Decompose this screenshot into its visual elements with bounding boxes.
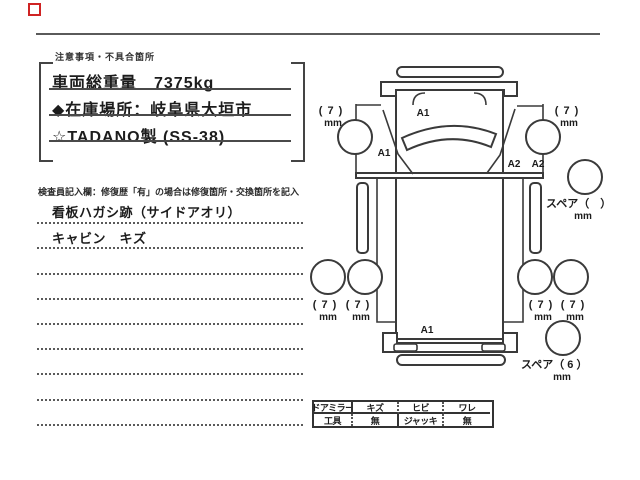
windshield-arc [400, 125, 498, 152]
write-in-line [37, 222, 303, 224]
spare-tire-unit: mm [574, 211, 592, 222]
area-label: A1 [378, 148, 391, 159]
a-pillar-lines [382, 108, 516, 175]
tire-rear-left-outer [310, 259, 346, 295]
tire-depth-label: ( 7 ) [313, 299, 338, 311]
tire-depth-unit: mm [534, 312, 552, 323]
tire-depth-label: ( 7 ) [561, 299, 586, 311]
notes-box-title: 注意事項・不具合箇所 [55, 52, 156, 62]
spare-tire-unit: mm [553, 372, 571, 383]
write-in-line [37, 373, 303, 375]
tire-front-right [525, 119, 561, 155]
table-cell: ワレ [444, 402, 490, 414]
tire-rear-left-inner [347, 259, 383, 295]
area-label: A1 [421, 325, 434, 336]
gross-weight-line: 車両総重量 7375kg [52, 75, 215, 92]
notes-box-bracket-left [39, 62, 53, 162]
spare-tire-label: スペア（ ） [546, 197, 611, 210]
tire-depth-unit: mm [560, 118, 578, 129]
write-in-line [37, 247, 303, 249]
tire-rear-right-inner [517, 259, 553, 295]
bed-front-bar [355, 172, 544, 179]
area-label: A1 [417, 108, 430, 119]
inspector-entry: キャビン キズ [52, 231, 147, 246]
notes-box-bracket-right [291, 62, 305, 162]
underline [49, 88, 291, 90]
table-cell: 無 [353, 414, 399, 426]
write-in-line [37, 348, 303, 350]
cab-front-panel [380, 81, 518, 97]
write-in-line [37, 423, 303, 426]
top-divider [36, 33, 600, 35]
inspector-notes-header: 検査員記入欄：修復歴「有」の場合は修復箇所・交換箇所を記入 [38, 187, 300, 197]
table-cell: 無 [462, 415, 472, 426]
table-cell: キズ [353, 402, 399, 414]
red-square-marker [28, 3, 41, 16]
tire-rear-right-outer [553, 259, 589, 295]
rear-lamp-left [393, 343, 418, 352]
rear-bumper-bar [396, 354, 506, 366]
spare-tire-label: スペア（ 6 ） [521, 358, 587, 371]
condition-table: ドアミラー キズ ヒビ ワレ 工具 無 ジャッキ 無 [312, 400, 494, 428]
cab-corner-arcs [412, 92, 487, 106]
table-cell: 工具 [314, 414, 353, 426]
tire-depth-label: ( 7 ) [319, 105, 344, 117]
area-label: A2 [532, 159, 545, 170]
underline [49, 114, 291, 116]
tire-spare-top [567, 159, 603, 195]
underline [49, 140, 291, 142]
tire-depth-unit: mm [566, 312, 584, 323]
tire-depth-label: ( 7 ) [529, 299, 554, 311]
write-in-line [37, 272, 303, 275]
tire-depth-unit: mm [324, 118, 342, 129]
side-rail-right [529, 182, 542, 254]
area-label: A2 [508, 159, 521, 170]
tire-spare-bottom [545, 320, 581, 356]
bed-outer-frame [376, 178, 524, 323]
write-in-line [37, 322, 303, 325]
side-rail-left [356, 182, 369, 254]
tire-depth-label: ( 7 ) [555, 105, 580, 117]
inspector-entry: 看板ハガシ跡（サイドアオリ） [52, 205, 242, 220]
rear-lamp-right [481, 343, 506, 352]
table-cell: ヒビ [399, 402, 444, 414]
table-cell: ドアミラー [314, 402, 353, 414]
tire-depth-unit: mm [352, 312, 370, 323]
tire-depth-unit: mm [319, 312, 337, 323]
table-cell: ジャッキ [399, 414, 444, 426]
front-bumper-bar [396, 66, 504, 78]
write-in-line [37, 398, 303, 401]
write-in-line [37, 297, 303, 300]
tire-front-left [337, 119, 373, 155]
tire-depth-label: ( 7 ) [346, 299, 371, 311]
